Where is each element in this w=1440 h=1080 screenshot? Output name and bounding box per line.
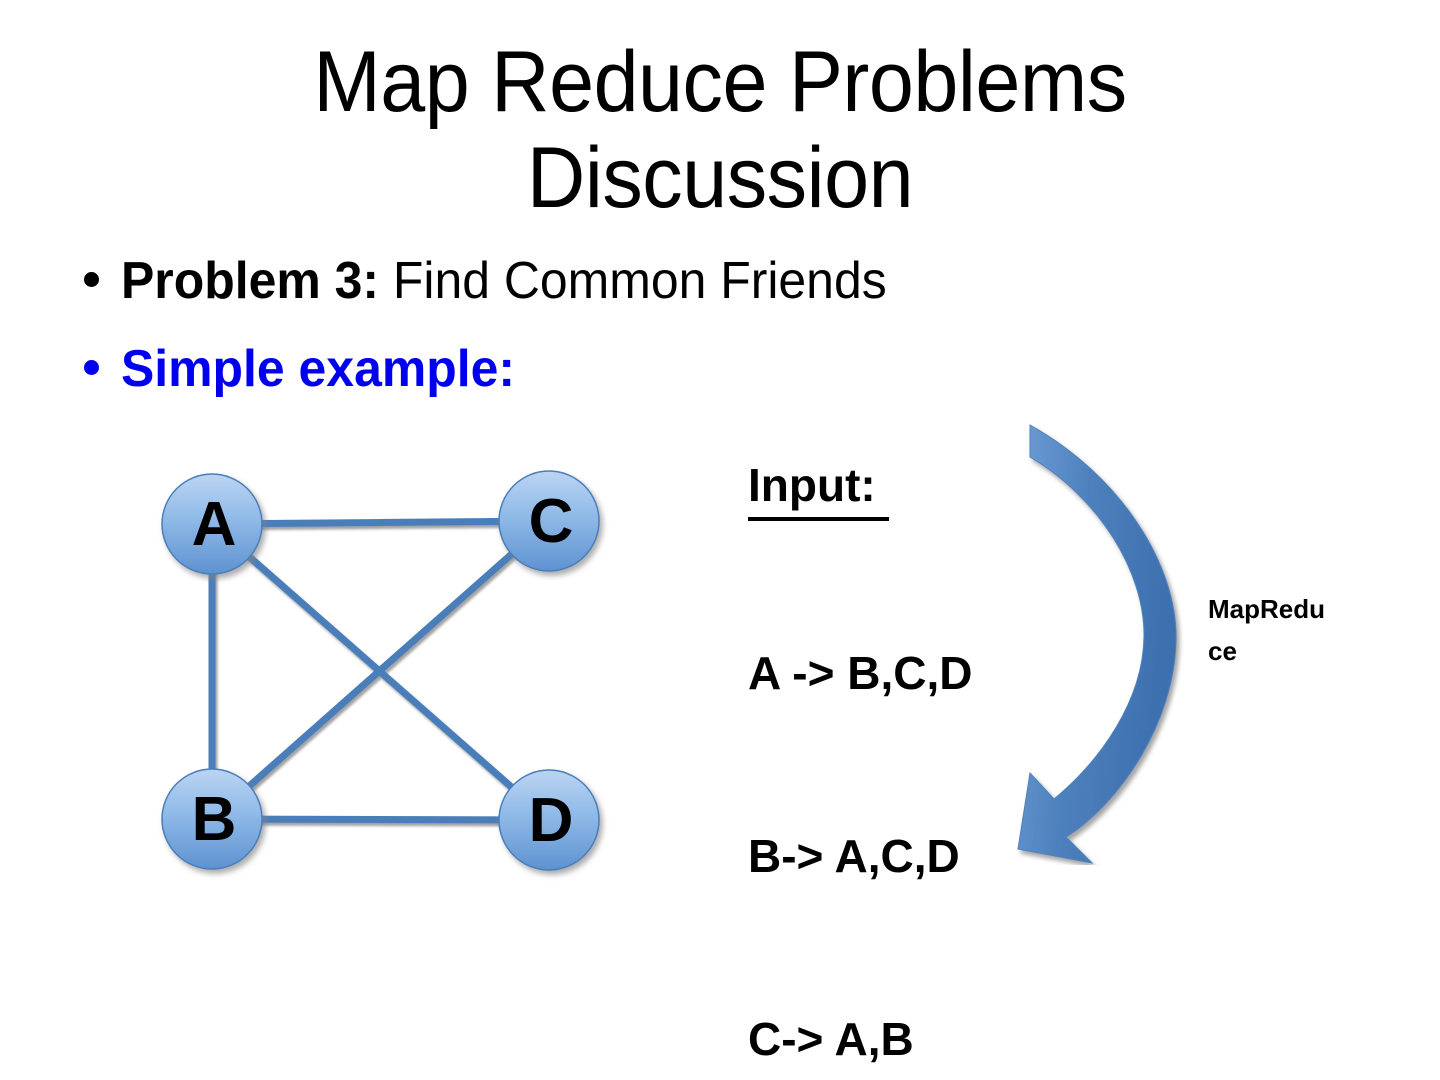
input-line: A -> B,C,D bbox=[748, 647, 973, 699]
graph-node-label-c: C bbox=[529, 487, 574, 556]
mapreduce-arrow-shape bbox=[1017, 424, 1177, 864]
input-heading-line: Input: bbox=[748, 455, 1078, 521]
graph-node-b bbox=[161, 768, 263, 870]
bullet-label-example-strong: Simple example: bbox=[121, 340, 515, 398]
input-line: C-> A,B bbox=[748, 1013, 914, 1065]
bullet-label-problem-rest: Find Common Friends bbox=[378, 252, 887, 310]
graph-node-label-d: D bbox=[529, 786, 574, 855]
bullet-item-example: Simple example: bbox=[84, 340, 531, 398]
graph-node-c bbox=[498, 470, 600, 572]
mapreduce-arrow-label: MapReduce bbox=[1208, 594, 1325, 666]
page-title: Map Reduce Problems Discussion bbox=[313, 34, 1127, 226]
graph-edge-b-d bbox=[211, 815, 550, 824]
graph-node-d bbox=[498, 769, 600, 871]
graph-node-label-a: A bbox=[192, 490, 237, 559]
bullet-dot-icon bbox=[84, 360, 99, 375]
graph-edge-a-c bbox=[211, 517, 550, 528]
mapreduce-curved-arrow-icon bbox=[1000, 405, 1230, 865]
graph-node-label-b: B bbox=[192, 785, 237, 854]
bullet-label-problem: Problem 3: Find Common Friends bbox=[121, 252, 887, 310]
bullet-label-example: Simple example: bbox=[121, 340, 515, 398]
friend-graph-diagram: A C B D bbox=[140, 450, 640, 890]
graph-node-a bbox=[161, 473, 263, 575]
io-text-block: Input: A -> B,C,D B-> A,C,D C-> A,B D->A… bbox=[748, 333, 1078, 1080]
bullet-label-problem-strong: Problem 3: bbox=[121, 252, 379, 310]
bullet-dot-icon bbox=[84, 272, 99, 287]
graph-edge-b-c bbox=[209, 518, 552, 822]
bullet-item-problem: Problem 3: Find Common Friends bbox=[84, 252, 919, 310]
input-line: B-> A,C,D bbox=[748, 830, 960, 882]
input-heading: Input: bbox=[748, 455, 889, 521]
